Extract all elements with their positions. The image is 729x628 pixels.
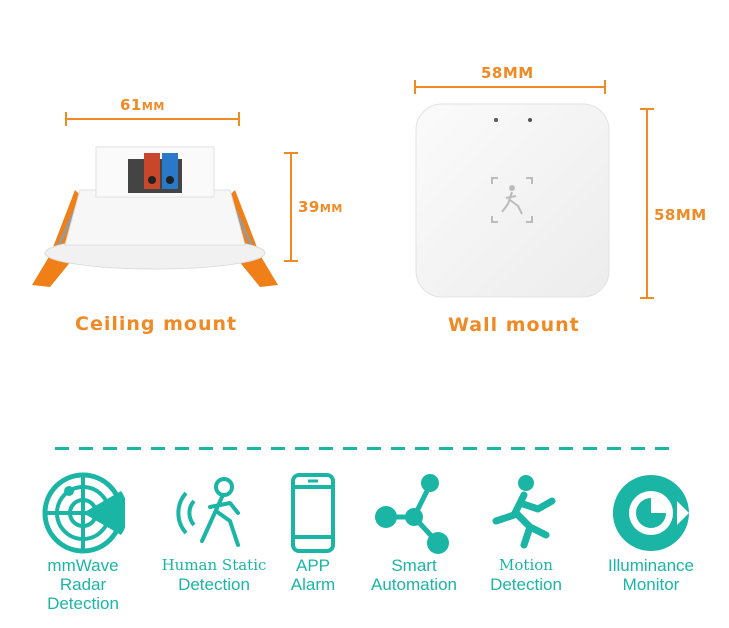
phone-icon <box>291 473 335 553</box>
feature-illuminance-monitor-line2: Monitor <box>622 575 680 594</box>
ceiling-mount-caption: Ceiling mount <box>75 313 238 335</box>
ceiling-width-unit: MM <box>141 100 165 113</box>
feature-radar-line2: Detection <box>47 594 119 613</box>
ceiling-width-label: 61MM <box>120 96 165 114</box>
ceiling-width-tick-right <box>238 112 240 126</box>
feature-app-alarm-line2: Alarm <box>290 575 336 594</box>
ceiling-mount-device <box>32 146 278 287</box>
wall-mount-caption: Wall mount <box>448 314 580 336</box>
feature-human-static-line2: Detection <box>178 575 250 594</box>
feature-radar-line1: mmWave Radar <box>47 556 119 594</box>
feature-human-static-label: Human Static Detection <box>154 556 274 594</box>
ceiling-height-tick-top <box>284 152 298 154</box>
wall-mount-device <box>415 103 610 298</box>
network-icon <box>375 474 449 554</box>
wall-height-tick-bottom <box>640 297 654 299</box>
feature-app-alarm: APP Alarm <box>253 470 373 594</box>
feature-motion-detection-line1: Motion <box>499 556 553 574</box>
feature-smart-automation-line2: Automation <box>371 575 457 594</box>
feature-motion-detection: Motion Detection <box>466 470 586 594</box>
ceiling-height-value: 39 <box>298 198 320 216</box>
feature-human-static-line1: Human Static <box>161 556 267 574</box>
wall-width-tick-right <box>604 80 606 94</box>
radar-icon <box>42 472 125 554</box>
ceiling-height-tick-bottom <box>284 260 298 262</box>
feature-illuminance-monitor-line1: Illuminance <box>608 556 694 575</box>
feature-illuminance-monitor: Illuminance Monitor <box>591 470 711 594</box>
wall-height-label: 58MM <box>654 206 707 224</box>
ceiling-width-value: 61 <box>120 96 142 114</box>
feature-radar-label: mmWave Radar Detection <box>23 556 143 613</box>
ceiling-width-line <box>65 118 240 120</box>
eye-icon <box>612 475 689 551</box>
human-static-icon <box>176 477 240 547</box>
feature-motion-detection-label: Motion Detection <box>466 556 586 594</box>
wall-width-label: 58MM <box>481 64 534 82</box>
ceiling-height-unit: MM <box>319 202 343 215</box>
feature-app-alarm-label: APP Alarm <box>253 556 373 594</box>
ceiling-width-tick-left <box>65 112 67 126</box>
feature-smart-automation-line1: Smart <box>391 556 437 575</box>
wall-height-line <box>646 108 648 298</box>
wall-width-line <box>414 86 606 88</box>
wall-height-tick-top <box>640 108 654 110</box>
motion-icon <box>492 475 556 549</box>
feature-human-static: Human Static Detection <box>154 470 274 594</box>
feature-app-alarm-line1: APP <box>295 556 331 575</box>
feature-radar: mmWave Radar Detection <box>23 470 143 613</box>
feature-illuminance-monitor-label: Illuminance Monitor <box>591 556 711 594</box>
ceiling-height-label: 39MM <box>298 198 343 216</box>
wall-width-tick-left <box>414 80 416 94</box>
feature-smart-automation: Smart Automation <box>354 470 474 594</box>
feature-motion-detection-line2: Detection <box>490 575 562 594</box>
dashed-divider <box>55 447 670 450</box>
ceiling-height-line <box>290 152 292 262</box>
feature-smart-automation-label: Smart Automation <box>354 556 474 594</box>
